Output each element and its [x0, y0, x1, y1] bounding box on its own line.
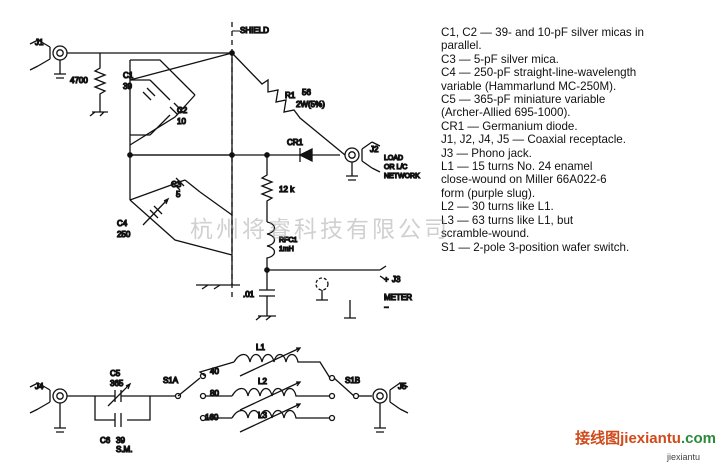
r12k-resistor	[260, 155, 274, 222]
parts-list-item: CR1 — Germanium diode.	[441, 120, 717, 133]
r4700-label: 4700	[70, 76, 88, 85]
parts-list-line: C4 — 250-pF straight-line-wavelength	[441, 66, 637, 80]
l2-coil	[205, 381, 330, 411]
cr1-label: CR1	[287, 138, 304, 147]
s1b-label: S1B	[345, 376, 360, 385]
c2-value: 10	[177, 117, 186, 126]
brand-domain: .com	[680, 430, 716, 447]
c5-value: 365	[110, 379, 124, 388]
r4700-resistor	[89, 53, 108, 117]
c4-label: C4	[117, 219, 128, 228]
parts-list-item: L2 — 30 turns like L1.	[441, 200, 717, 213]
r1-value: 56	[302, 88, 311, 97]
c1-value: 39	[123, 82, 132, 91]
j5-connector	[372, 382, 409, 433]
j1-connector	[29, 39, 68, 79]
parts-list-line: L2 — 30 turns like L1.	[441, 200, 554, 214]
parts-list-line: form (purple slug).	[441, 186, 536, 200]
load-label-1: LOAD	[384, 155, 403, 162]
parts-list-item: C3 — 5-pF silver mica.	[441, 53, 717, 66]
j3-label: J3	[392, 275, 401, 284]
rfc1-choke	[266, 221, 276, 270]
c4-value: 250	[117, 230, 131, 239]
j5-label: J5	[398, 382, 407, 391]
pos-80-label: 80	[210, 389, 219, 398]
parts-list-item: J3 — Phono jack.	[441, 147, 717, 160]
c6-type: S.M.	[116, 445, 132, 454]
load-label-3: NETWORK	[384, 173, 420, 180]
parts-list-line: CR1 — Germanium diode.	[441, 119, 578, 133]
j2-connector	[344, 141, 381, 181]
rfc1-label: RFC1	[279, 237, 297, 244]
parts-list-line: C1, C2 — 39- and 10-pF silver micas in	[441, 26, 644, 39]
parts-list-line: J1, J2, J4, J5 — Coaxial receptacle.	[441, 133, 626, 147]
meter-minus: −	[384, 303, 389, 312]
brand-prefix: 接线图	[575, 430, 621, 447]
r12k-label: 12 k	[279, 185, 295, 194]
parts-list-line: J3 — Phono jack.	[441, 146, 532, 160]
parts-list-line: L3 — 63 turns like L1, but	[441, 213, 574, 227]
l3-coil	[205, 403, 330, 433]
c3-c4-block	[129, 154, 233, 256]
r1-rating: 2W(5%)	[296, 100, 325, 109]
parts-list-line: variable (Hammarlund MC-250M).	[441, 79, 617, 93]
j3-plus: +	[384, 275, 389, 284]
parts-list-line: (Archer-Allied 695-1000).	[441, 106, 571, 120]
brand-logo: 接线图jiexiantu.com	[575, 427, 716, 448]
load-label-2: OR L/C	[384, 164, 407, 171]
brand-sub: jiexiantu	[666, 452, 700, 462]
parts-list-line: C5 — 365-pF miniature variable	[441, 93, 606, 107]
watermark: 杭州将睿科技有限公司	[190, 217, 450, 243]
j4-label: J4	[35, 382, 44, 391]
parts-list-item: S1 — 2-pole 3-position wafer switch.	[441, 241, 717, 254]
l2-label: L2	[258, 377, 267, 386]
parts-list-line: S1 — 2-pole 3-position wafer switch.	[441, 240, 630, 254]
l1-label: L1	[256, 343, 265, 352]
s1a-switch	[174, 372, 207, 422]
parts-list-item: C5 — 365-pF miniature variable(Archer-Al…	[441, 93, 717, 120]
brand-main: jiexiantu	[620, 430, 681, 447]
cr1-diode	[298, 147, 340, 163]
rfc1-value: 1mH	[279, 246, 294, 253]
parts-list-line: parallel.	[441, 39, 482, 53]
j3-jack	[312, 265, 387, 301]
parts-list-line: L1 — 15 turns No. 24 enamel	[441, 160, 593, 174]
circuit-schematic: J1 4700 SHIELD R1 56 2W(5%) C1 39 C2 10	[29, 22, 421, 455]
c01-capacitor	[255, 270, 276, 321]
c5-c6-block	[94, 382, 151, 427]
c1-label: C1	[123, 71, 134, 80]
c5-label: C5	[110, 369, 121, 378]
c01-label: .01	[243, 290, 255, 299]
shield-label: SHIELD	[240, 26, 269, 35]
parts-list-line: C3 — 5-pF silver mica.	[441, 52, 559, 66]
c6-value: 39	[116, 436, 125, 445]
parts-list-line: scramble-wound.	[441, 227, 530, 241]
j1-label: J1	[35, 38, 44, 47]
r1-label: R1	[285, 91, 296, 100]
meter-label: METER	[384, 293, 412, 302]
l3-label: L3	[258, 411, 267, 420]
c2-label: C2	[177, 106, 188, 115]
c3-value: 5	[176, 190, 181, 199]
s1a-label: S1A	[163, 376, 179, 385]
j2-label: J2	[370, 145, 379, 154]
l1-coil	[198, 347, 331, 379]
parts-list-item: J1, J2, J4, J5 — Coaxial receptacle.	[441, 133, 717, 146]
c1-c2-block	[129, 59, 196, 155]
c6-label: C6	[100, 436, 111, 445]
pos-40-label: 40	[210, 367, 219, 376]
parts-list-line: close-wound on Miller 66A022-6	[441, 173, 607, 187]
r1-resistor	[231, 52, 346, 156]
c3-label: C3	[171, 180, 182, 189]
